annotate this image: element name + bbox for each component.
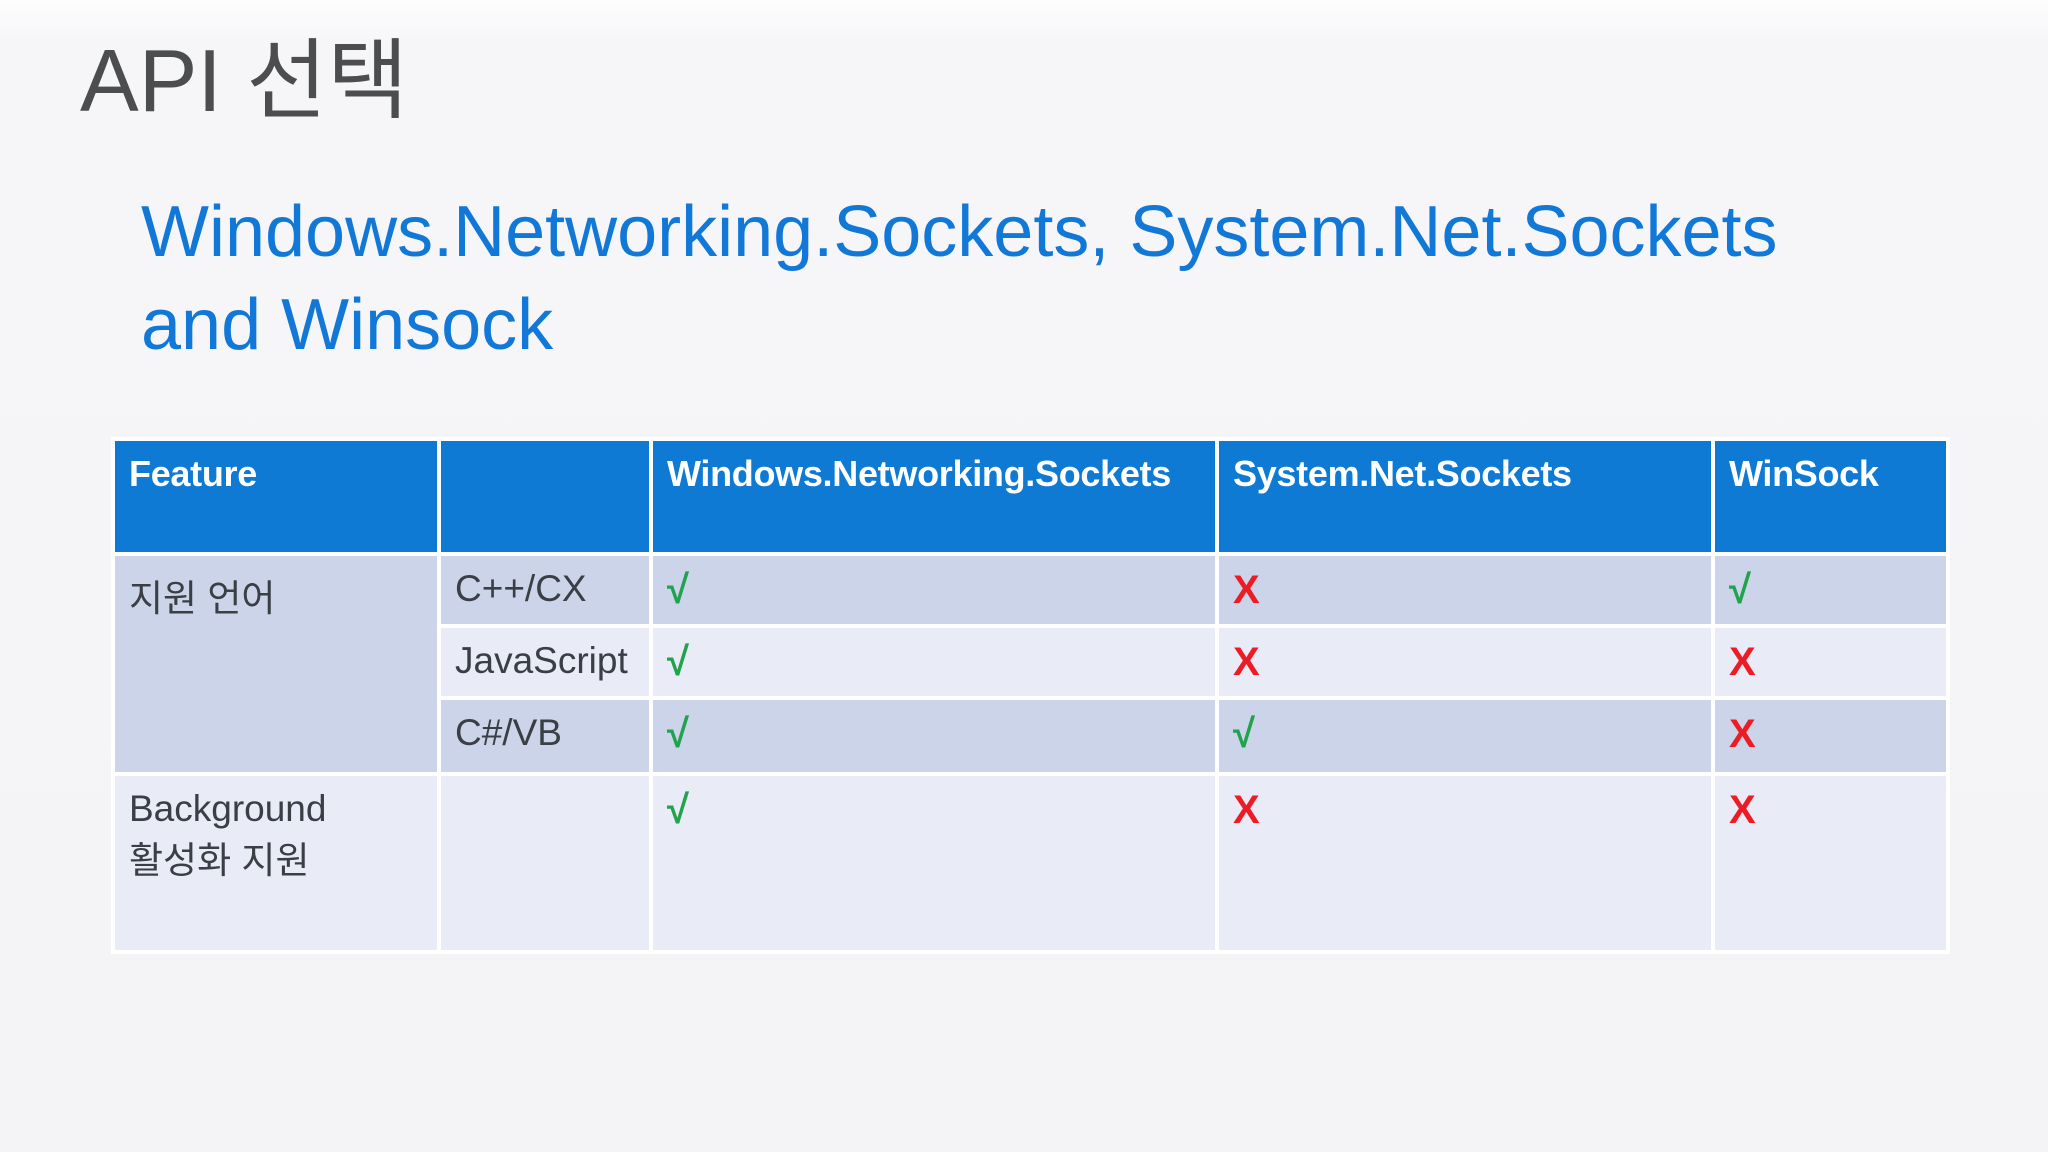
- cell-wns-background-check: √: [649, 772, 1219, 954]
- column-header-system-net-sockets: System.Net.Sockets: [1215, 437, 1715, 556]
- cell-sns-background-cross: X: [1215, 772, 1715, 954]
- cell-language-csharp-vb: C#/VB: [437, 696, 653, 776]
- cell-winsock-javascript-cross: X: [1711, 624, 1950, 700]
- cell-sns-cpp-cx-cross: X: [1215, 552, 1715, 628]
- column-header-language-blank: [437, 437, 653, 556]
- table-row-javascript: JavaScript √ X X: [113, 624, 1950, 700]
- cell-feature-supported-languages: 지원 언어: [111, 552, 441, 776]
- column-header-feature: Feature: [111, 437, 441, 556]
- table-row-csharp-vb: C#/VB √ √ X: [113, 696, 1950, 776]
- api-comparison-table: Feature Windows.Networking.Sockets Syste…: [111, 437, 1950, 954]
- column-header-windows-networking-sockets: Windows.Networking.Sockets: [649, 437, 1219, 556]
- cell-language-javascript: JavaScript: [437, 624, 653, 700]
- column-header-winsock: WinSock: [1711, 437, 1950, 556]
- cell-wns-javascript-check: √: [649, 624, 1219, 700]
- table-header-row: Feature Windows.Networking.Sockets Syste…: [111, 437, 1950, 556]
- cell-winsock-cpp-cx-check: √: [1711, 552, 1950, 628]
- cell-language-blank: [437, 772, 653, 954]
- cell-language-cpp-cx: C++/CX: [437, 552, 653, 628]
- cell-winsock-background-cross: X: [1711, 772, 1950, 954]
- table-row-background-activation: Background 활성화 지원 √ X X: [111, 772, 1950, 954]
- cell-wns-cpp-cx-check: √: [649, 552, 1219, 628]
- cell-sns-csharp-vb-check: √: [1215, 696, 1715, 776]
- cell-wns-csharp-vb-check: √: [649, 696, 1219, 776]
- cell-feature-background-activation: Background 활성화 지원: [111, 772, 441, 954]
- cell-winsock-csharp-vb-cross: X: [1711, 696, 1950, 776]
- page-title: API 선택: [80, 31, 409, 130]
- slide-subtitle: Windows.Networking.Sockets, System.Net.S…: [141, 192, 1778, 365]
- table-row-cpp-cx: 지원 언어 C++/CX √ X √: [111, 552, 1950, 776]
- cell-sns-javascript-cross: X: [1215, 624, 1715, 700]
